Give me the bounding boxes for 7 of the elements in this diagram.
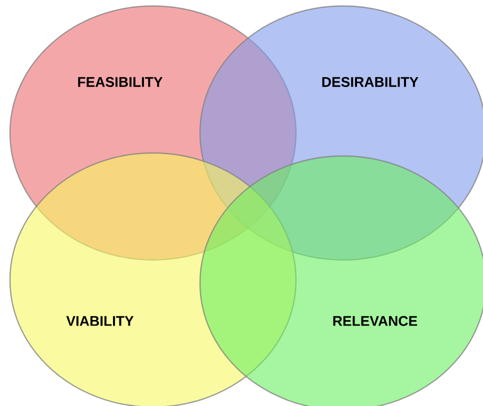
node-label: VIABILITY (66, 316, 134, 326)
venn-circle (199, 155, 483, 406)
node-label: FEASIBILITY (78, 77, 163, 87)
venn-circle (199, 5, 483, 261)
node-label: RELEVANCE (333, 316, 418, 326)
node-label: DESIRABILITY (322, 77, 418, 87)
venn-circle (9, 152, 297, 406)
